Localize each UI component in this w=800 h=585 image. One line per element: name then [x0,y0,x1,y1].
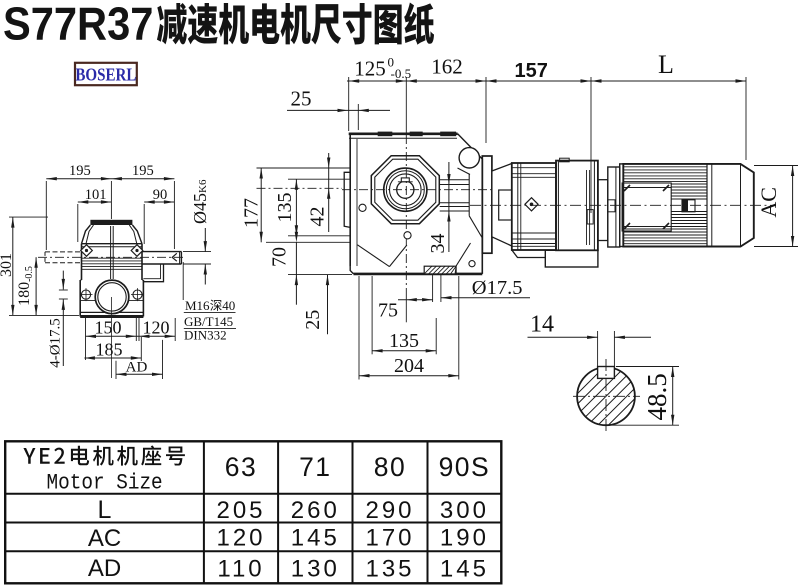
svg-text:190: 190 [440,524,489,551]
svg-text:162: 162 [431,55,463,79]
svg-text:90S: 90S [439,452,491,482]
svg-text:Motor Size: Motor Size [47,472,163,496]
svg-text:42: 42 [307,207,329,227]
svg-text:120: 120 [143,318,170,338]
svg-text:GB/T145: GB/T145 [184,314,233,329]
svg-text:AD: AD [88,555,121,582]
svg-text:170: 170 [365,524,414,551]
svg-text:130: 130 [291,555,340,582]
svg-text:14: 14 [530,312,554,338]
svg-text:25: 25 [291,87,312,111]
svg-text:145: 145 [440,555,489,582]
svg-text:177: 177 [241,198,263,228]
svg-text:205: 205 [216,497,265,524]
svg-text:260: 260 [291,497,340,524]
svg-text:290: 290 [365,497,414,524]
svg-text:40: 40 [222,298,235,313]
svg-text:195: 195 [69,163,91,179]
svg-text:71: 71 [299,452,331,482]
svg-text:195: 195 [132,163,154,179]
svg-text:150: 150 [95,318,122,338]
svg-text:185: 185 [96,340,123,360]
svg-text:BOSERL: BOSERL [75,64,136,84]
svg-text:135: 135 [365,555,414,582]
svg-text:4-Ø17.5: 4-Ø17.5 [48,318,64,368]
svg-text:300: 300 [440,497,489,524]
svg-text:S77R37: S77R37 [3,0,153,50]
svg-text:145: 145 [291,524,340,551]
svg-text:101: 101 [85,187,107,203]
svg-text:DIN332: DIN332 [184,328,227,343]
svg-text:34: 34 [427,234,449,254]
svg-text:204: 204 [394,355,424,377]
svg-text:301: 301 [0,253,15,277]
svg-text:AC: AC [756,187,781,218]
svg-text:Ø17.5: Ø17.5 [472,277,523,299]
svg-text:120: 120 [216,524,265,551]
svg-text:70: 70 [269,247,291,267]
svg-text:63: 63 [225,452,257,482]
svg-text:157: 157 [515,60,548,82]
svg-text:L: L [98,496,112,524]
svg-text:75: 75 [378,300,398,322]
svg-text:48.5: 48.5 [642,373,672,420]
svg-text:135: 135 [389,330,419,352]
svg-text:135: 135 [274,193,296,223]
svg-text:125: 125 [354,56,386,80]
svg-text:-0.5: -0.5 [391,66,412,81]
svg-text:AD: AD [126,359,148,375]
svg-text:0: 0 [388,55,395,70]
svg-text:AC: AC [88,525,121,552]
svg-text:80: 80 [374,452,406,482]
svg-text:110: 110 [217,555,264,582]
svg-text:90: 90 [153,187,168,203]
svg-text:M16: M16 [185,298,210,313]
svg-text:L: L [658,50,674,79]
svg-text:25: 25 [302,310,324,330]
